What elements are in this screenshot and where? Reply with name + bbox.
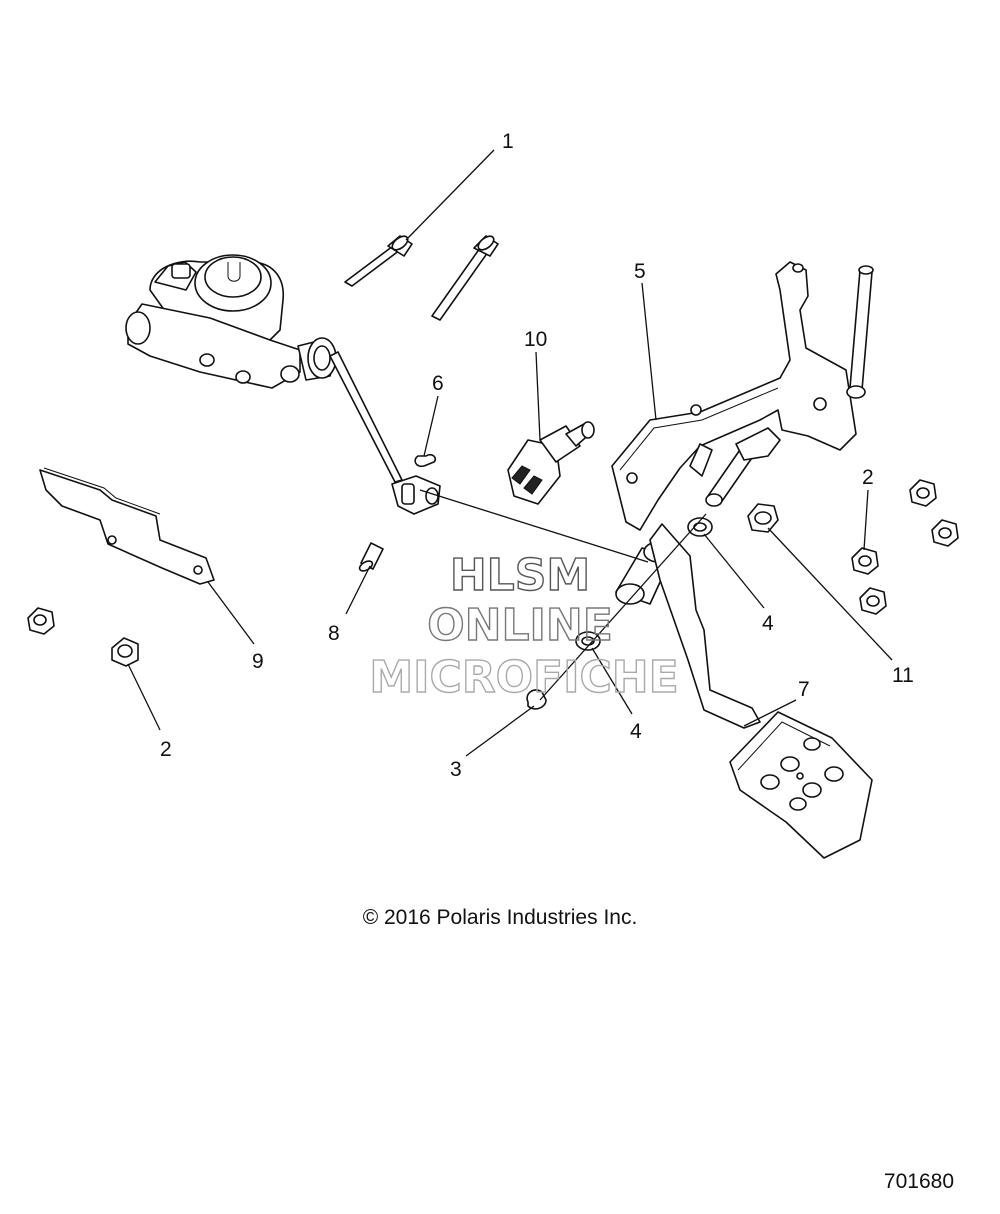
callout-9: 9 — [252, 650, 264, 673]
eclip-part-3 — [526, 689, 547, 710]
copyright-notice: © 2016 Polaris Industries Inc. — [362, 906, 638, 929]
assembly-axis-line-2 — [539, 513, 707, 701]
nut-right-b — [859, 587, 887, 615]
callout-4a: 4 — [762, 612, 774, 635]
bolt-part-1b — [431, 235, 499, 321]
callout-2-left: 2 — [160, 738, 172, 761]
callout-1: 1 — [502, 130, 514, 153]
washer-part-4a — [687, 517, 713, 537]
pivot-bushing — [705, 427, 781, 507]
switch-part-10 — [507, 421, 595, 505]
plate-part-9 — [39, 467, 215, 585]
pin-part-8 — [358, 542, 384, 572]
nut-right-c — [909, 479, 937, 507]
nut-right-d — [931, 519, 959, 547]
leader-7 — [743, 699, 797, 727]
pedal-part-7 — [615, 523, 873, 859]
leader-9 — [207, 581, 255, 645]
watermark-line-1: HLSM — [450, 550, 590, 601]
callout-4b: 4 — [630, 720, 642, 743]
bolt-part-1a — [344, 235, 413, 287]
bracket-part-5 — [611, 261, 874, 531]
callout-6: 6 — [432, 372, 444, 395]
callout-3: 3 — [450, 758, 462, 781]
leader-1 — [405, 149, 495, 241]
clip-part-6 — [414, 453, 437, 468]
leader-5 — [641, 282, 657, 421]
clevis — [391, 475, 441, 515]
watermark-line-3: MICROFICHE — [369, 652, 678, 703]
watermark-line-2: ONLINE — [427, 600, 613, 651]
leader-4a — [703, 533, 765, 609]
nut-right-a — [851, 547, 879, 575]
callout-2-right: 2 — [862, 466, 874, 489]
leader-10 — [535, 351, 541, 441]
nut-part-11 — [747, 503, 779, 533]
nut-left-b — [111, 637, 139, 667]
callout-10: 10 — [524, 328, 547, 351]
leader-11 — [767, 527, 893, 661]
document-number: 701680 — [883, 1170, 954, 1193]
nut-left-a — [27, 607, 55, 635]
leader-8 — [345, 565, 371, 615]
leader-3 — [465, 705, 535, 757]
callout-7: 7 — [798, 678, 810, 701]
callout-5: 5 — [634, 260, 646, 283]
callout-11: 11 — [892, 664, 914, 687]
assembly-axis-line — [419, 489, 649, 563]
master-cylinder — [125, 254, 403, 483]
callout-8: 8 — [328, 622, 340, 645]
leader-2-left — [127, 663, 161, 731]
leader-4b — [591, 647, 633, 715]
leader-2-right — [863, 489, 869, 551]
leader-6 — [423, 395, 439, 457]
